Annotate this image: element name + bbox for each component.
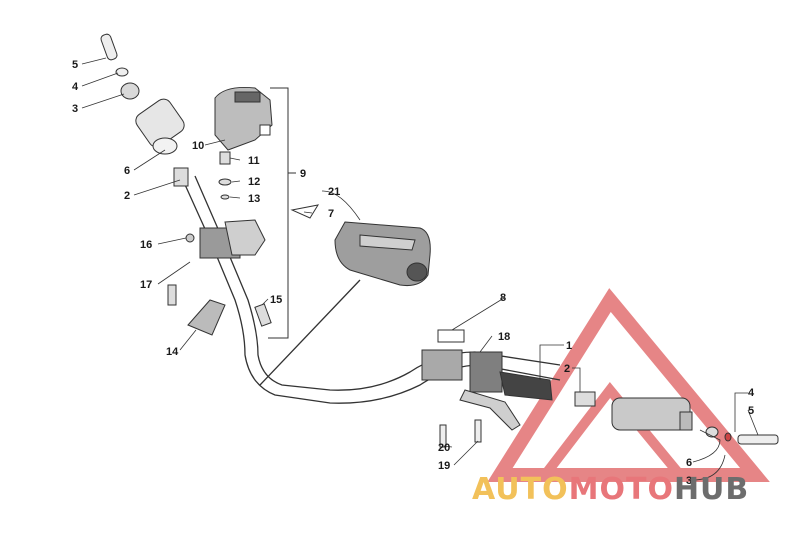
callout-6-right: 6 <box>686 457 692 469</box>
decal <box>290 204 320 219</box>
callout-11: 11 <box>248 155 260 167</box>
group-bracket <box>268 87 296 339</box>
callout-12: 12 <box>248 176 260 188</box>
callout-4-right: 4 <box>748 387 755 399</box>
callout-numbers: 5 4 3 6 2 10 11 12 13 9 21 7 16 17 15 14… <box>72 59 755 487</box>
callout-16: 16 <box>140 239 152 251</box>
callout-1: 1 <box>566 340 572 352</box>
brand-moto-text: MOTO <box>568 472 674 507</box>
callout-15: 15 <box>270 294 282 306</box>
callout-17: 17 <box>140 279 152 291</box>
watermark-brand-text: AUTOMOTOHUB <box>472 472 749 512</box>
left-end-hardware <box>100 33 140 100</box>
handguard <box>334 221 431 286</box>
left-grip <box>135 98 189 187</box>
callout-19: 19 <box>438 460 450 472</box>
callout-3-left: 3 <box>72 103 78 115</box>
watermark-triangle-logo <box>487 288 770 482</box>
callout-5-right: 5 <box>748 405 754 417</box>
brand-hub-text: HUB <box>673 472 750 507</box>
small-hardware <box>218 151 232 200</box>
callout-6-left: 6 <box>124 165 130 177</box>
leader-lines <box>81 57 759 481</box>
callout-9: 9 <box>300 168 306 180</box>
right-controls <box>421 329 553 448</box>
callout-7: 7 <box>328 208 334 220</box>
callout-18: 18 <box>498 331 510 343</box>
callout-2-left: 2 <box>124 190 130 202</box>
callout-21: 21 <box>328 186 340 198</box>
callout-5-left: 5 <box>72 59 78 71</box>
left-clamp-assembly <box>167 219 272 336</box>
callout-2-right: 2 <box>564 363 570 375</box>
callout-10: 10 <box>192 140 204 152</box>
handlebar <box>181 175 561 404</box>
callout-3-right: 3 <box>686 475 692 487</box>
left-switch-housing <box>214 87 273 151</box>
callout-8: 8 <box>500 292 506 304</box>
callout-13: 13 <box>248 193 260 205</box>
callout-14: 14 <box>166 346 179 358</box>
callout-4-left: 4 <box>72 81 79 93</box>
brand-auto-text: AUTO <box>472 472 569 507</box>
callout-20: 20 <box>438 442 450 454</box>
